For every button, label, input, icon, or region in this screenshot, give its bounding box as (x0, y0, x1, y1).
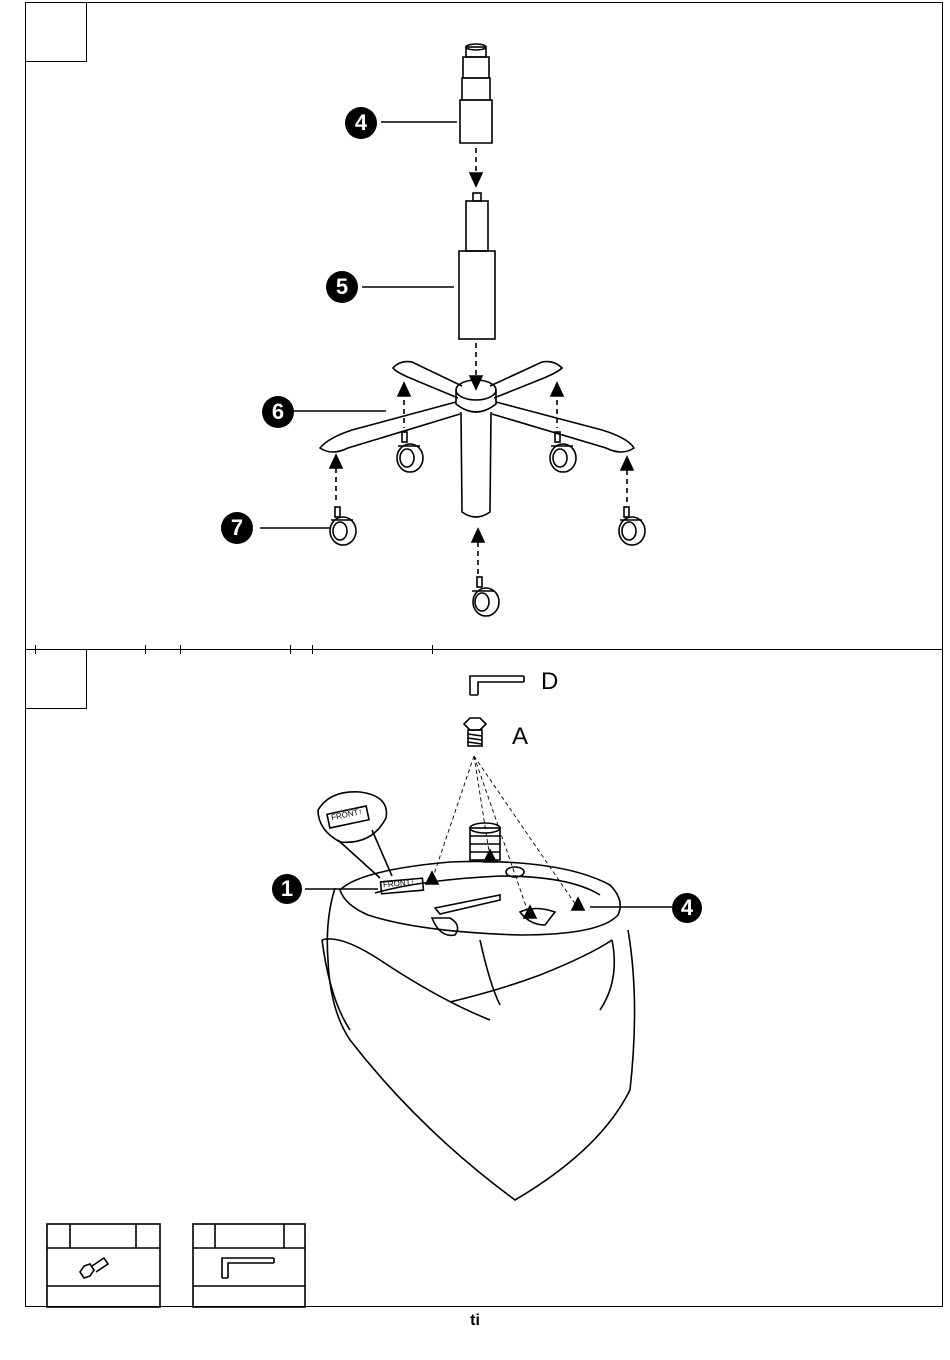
arrow-head (621, 457, 633, 470)
arrow-head (398, 383, 410, 396)
arrow-head (426, 872, 438, 884)
arrow-head (330, 455, 342, 468)
gas-cylinder-part (459, 193, 495, 339)
arrow-head (551, 383, 563, 396)
arrow-head (470, 376, 482, 389)
callout-base: 6 (262, 396, 294, 428)
caster-wheel (330, 507, 356, 545)
arrow-head (470, 173, 482, 186)
seat-mechanism (340, 823, 620, 935)
seat-cushion (322, 888, 635, 1200)
gas-stem-part (460, 44, 492, 143)
part-label-allen-key: D (541, 670, 558, 694)
bolt-icon (464, 718, 486, 746)
arrow-head (572, 898, 584, 910)
page-marker: ti (0, 1312, 950, 1330)
allen-key-icon (470, 676, 524, 695)
bolt-guide-lines (432, 756, 578, 912)
caster-wheel (619, 507, 645, 545)
caster-wheel (472, 577, 499, 616)
parts-box-bolt (47, 1224, 160, 1307)
part-label-bolt: A (512, 725, 528, 749)
parts-box-allen-key (193, 1224, 305, 1307)
callout-mechanism: 1 (272, 874, 302, 904)
callout-hole: 4 (672, 893, 702, 923)
caster-wheel (397, 432, 423, 472)
callout-caster: 7 (221, 512, 253, 544)
callout-stem: 4 (345, 107, 377, 139)
arrow-head (472, 529, 484, 542)
callout-cylinder: 5 (326, 271, 358, 303)
